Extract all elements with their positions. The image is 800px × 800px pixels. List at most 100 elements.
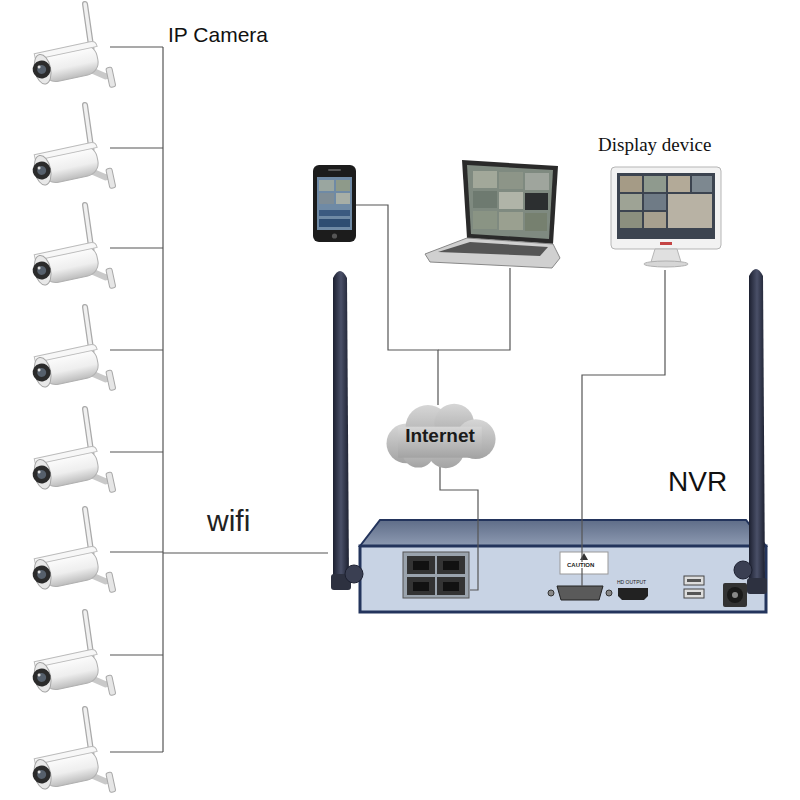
cloud-shape	[387, 404, 496, 468]
laptop-icon	[473, 171, 497, 188]
laptop-icon	[525, 173, 549, 190]
nvr-recorder-body	[443, 582, 459, 591]
camera-icons	[21, 202, 115, 303]
nvr-recorder-body	[687, 592, 701, 595]
nvr-recorder-body	[580, 553, 588, 560]
monitor-icon	[617, 173, 715, 239]
smartphone-icon	[336, 193, 350, 204]
smartphone-icon	[319, 210, 350, 216]
smartphone-icon	[313, 165, 356, 242]
nvr-recorder-body	[684, 576, 704, 585]
nvr-recorder-body	[413, 582, 429, 591]
nvr-antenna	[333, 271, 349, 580]
monitor-icon	[644, 194, 666, 210]
smartphone-icon	[317, 177, 352, 230]
nvr-recorder-body	[437, 556, 465, 574]
monitor-icon	[668, 176, 690, 192]
nvr-recorder-body	[606, 590, 612, 596]
laptop-icon	[462, 160, 558, 244]
nvr-recorder-body	[407, 577, 435, 595]
camera-bracket	[110, 451, 163, 452]
nvr-recorder-body	[360, 546, 766, 612]
nvr-recorder-body	[443, 561, 459, 570]
laptop-icon	[499, 192, 523, 209]
panel-label: CAUTION	[566, 562, 595, 568]
link-label: wifi	[207, 506, 250, 536]
network-wire	[356, 205, 582, 590]
camera-icons	[21, 1, 115, 102]
nvr-recorder-body	[548, 590, 554, 596]
camera-icons	[21, 1, 115, 800]
smartphone-icon	[313, 165, 356, 242]
camera-bracket	[110, 751, 163, 752]
display-device: Display device	[598, 132, 725, 270]
nvr-recorder-body	[437, 577, 465, 595]
nvr-recorder-body	[723, 583, 747, 607]
laptop-icon	[467, 165, 553, 239]
camera-bracket	[110, 247, 163, 248]
nvr-antenna	[734, 561, 752, 579]
camera-bracket	[110, 147, 163, 148]
laptop-icon	[525, 193, 548, 210]
camera-bracket	[110, 349, 163, 350]
monitor-icon	[611, 167, 721, 249]
nvr-recorder-body	[360, 520, 766, 546]
camera-icons	[21, 506, 115, 607]
nvr-antenna	[345, 565, 363, 583]
network-wire	[581, 518, 582, 586]
monitor-icon	[620, 194, 642, 210]
nvr-recorder-body	[560, 552, 608, 574]
camera-bracket	[110, 47, 163, 752]
nvr-antenna	[747, 578, 767, 594]
network-wire	[356, 205, 438, 405]
camera-bracket	[110, 654, 163, 655]
monitor-icon	[644, 212, 666, 228]
camera-icons	[21, 304, 115, 405]
camera-icons	[21, 102, 115, 203]
laptop-icon	[525, 213, 547, 231]
network-wire	[470, 518, 478, 590]
smartphone-icon	[336, 180, 350, 191]
monitor-icon	[660, 242, 672, 245]
network-link	[440, 467, 478, 518]
laptop-icon	[473, 211, 497, 229]
monitor-icon	[644, 261, 688, 267]
nvr-recorder-body	[557, 586, 603, 600]
laptop-icon	[499, 212, 523, 230]
nvr-recorder-body	[413, 561, 429, 570]
network-link	[163, 552, 328, 553]
smartphone-icon	[319, 193, 334, 204]
node-heading: IP Camera	[168, 23, 268, 47]
nvr-recorder-body	[618, 588, 648, 600]
smartphone-icon	[328, 169, 341, 171]
nvr-recorder-body	[403, 552, 469, 598]
nvr-recorder: NVR	[328, 518, 772, 612]
camera-group: IP Camera	[20, 5, 163, 795]
camera-icons	[21, 406, 115, 507]
monitor-icon	[620, 212, 642, 228]
monitor-icon	[692, 176, 712, 192]
smartphone-icon	[332, 233, 337, 238]
network-link	[582, 270, 665, 518]
smartphone-icon	[319, 180, 334, 191]
nvr-antenna	[749, 269, 765, 584]
camera-bracket	[162, 47, 163, 752]
node-heading: NVR	[668, 466, 727, 498]
nvr-recorder-body	[687, 579, 701, 582]
laptop-icon	[473, 191, 497, 208]
panel-label: HD OUTPUT	[616, 580, 647, 585]
camera-icons	[21, 609, 115, 710]
camera-icons	[21, 706, 115, 800]
nvr-recorder-body	[684, 589, 704, 598]
internet-cloud: Internet	[380, 405, 500, 467]
camera-bracket	[110, 551, 163, 552]
laptop-icon	[438, 242, 548, 256]
nvr-antenna	[331, 269, 767, 594]
monitor-icon	[668, 194, 712, 228]
monitor-icon	[620, 176, 642, 192]
nvr-recorder-body	[407, 556, 435, 574]
cloud-label: Internet	[405, 425, 475, 447]
